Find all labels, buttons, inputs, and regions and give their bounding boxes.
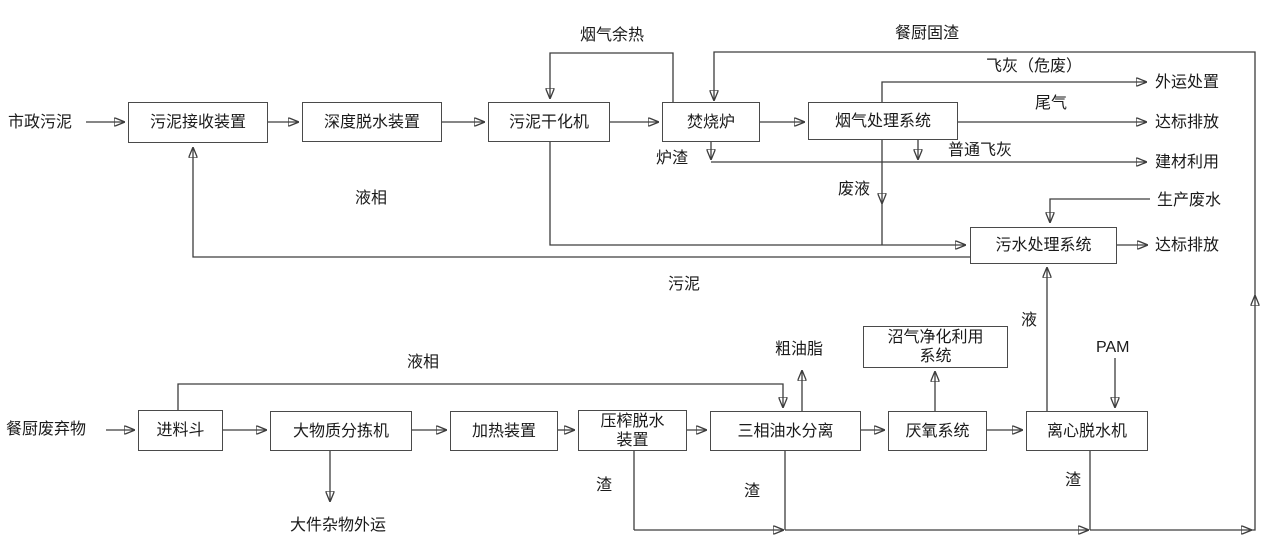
label-residue-2: 渣 [744, 483, 761, 500]
node-label: 沼气净化利用系统 [887, 329, 984, 365]
slag-and-fly-ash-line [711, 140, 1146, 162]
node-anaerobic-system: 厌氧系统 [888, 411, 987, 451]
label-crude-oil: 粗油脂 [775, 341, 824, 358]
node-biogas-purification: 沼气净化利用系统 [863, 326, 1008, 368]
node-centrifugal-dewatering: 离心脱水机 [1026, 411, 1148, 451]
node-label: 污泥接收装置 [149, 114, 246, 131]
node-incinerator: 焚烧炉 [662, 102, 760, 142]
label-bulky-waste-out: 大件杂物外运 [290, 517, 387, 534]
node-label: 污水处理系统 [995, 237, 1092, 254]
label-ordinary-fly-ash: 普通飞灰 [948, 142, 1013, 159]
label-liquid-phase-bottom: 液相 [407, 354, 440, 371]
node-label: 大物质分拣机 [292, 422, 389, 440]
label-residue-1: 渣 [596, 477, 613, 494]
label-liquid-phase-top: 液相 [355, 190, 388, 207]
label-kitchen-waste: 餐厨废弃物 [6, 421, 87, 438]
node-feed-hopper: 进料斗 [138, 410, 223, 451]
label-sludge-return: 污泥 [668, 276, 701, 293]
label-production-wastewater: 生产废水 [1157, 192, 1222, 209]
node-label: 三相油水分离 [737, 422, 834, 440]
node-flue-gas-treatment: 烟气处理系统 [808, 102, 958, 140]
node-label: 加热装置 [471, 422, 536, 440]
label-tail-gas: 尾气 [1035, 95, 1068, 112]
flue-gas-heat-line [550, 52, 674, 102]
kitchen-solid-residue-loop [633, 51, 1255, 530]
liquid-phase-recycle-line [177, 383, 783, 410]
production-wastewater-line [1050, 198, 1150, 222]
label-offsite-disposal: 外运处置 [1155, 74, 1220, 91]
node-large-object-sorter: 大物质分拣机 [270, 411, 412, 451]
sludge-return-line [193, 148, 970, 258]
label-residue-3: 渣 [1065, 472, 1082, 489]
label-furnace-slag: 炉渣 [656, 150, 689, 167]
node-sludge-dryer: 污泥干化机 [488, 102, 610, 142]
label-municipal-sludge: 市政污泥 [8, 114, 73, 131]
label-pam: PAM [1096, 339, 1130, 356]
label-fly-ash-hazardous: 飞灰（危废） [986, 58, 1083, 75]
node-label: 离心脱水机 [1046, 422, 1127, 440]
dryer-condensate-to-wwt-line [549, 142, 965, 245]
node-label: 焚烧炉 [686, 113, 735, 131]
node-label: 烟气处理系统 [834, 112, 931, 130]
hazardous-fly-ash-line [881, 82, 1146, 102]
node-label: 进料斗 [156, 422, 205, 439]
node-wastewater-treatment: 污水处理系统 [970, 227, 1117, 264]
label-kitchen-solid-residue: 餐厨固渣 [895, 25, 960, 42]
node-label: 压榨脱水装置 [600, 412, 665, 449]
node-heating-device: 加热装置 [450, 411, 558, 451]
label-discharge-standard-1: 达标排放 [1155, 114, 1220, 131]
node-sludge-receiving: 污泥接收装置 [128, 102, 268, 143]
label-building-material-use: 建材利用 [1155, 154, 1220, 171]
node-label: 厌氧系统 [905, 422, 970, 440]
label-waste-liquid: 废液 [838, 181, 871, 198]
node-label: 深度脱水装置 [323, 113, 420, 131]
node-label: 污泥干化机 [508, 113, 589, 131]
node-press-dewatering: 压榨脱水装置 [578, 410, 687, 451]
label-liquid: 液 [1021, 312, 1038, 329]
node-deep-dewatering: 深度脱水装置 [302, 102, 442, 142]
label-discharge-standard-2: 达标排放 [1155, 237, 1220, 254]
label-flue-gas-heat: 烟气余热 [580, 27, 645, 44]
node-three-phase-separation: 三相油水分离 [710, 411, 861, 451]
